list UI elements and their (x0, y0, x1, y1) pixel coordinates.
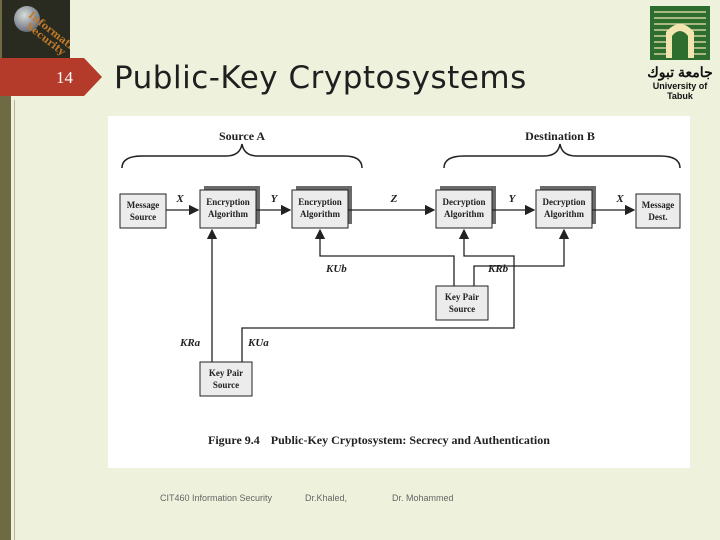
left-divider-line (14, 100, 15, 540)
university-emblem-icon (650, 6, 710, 60)
decryption-box-1: Decryption Algorithm (435, 186, 496, 229)
encryption-box-2: Encryption Algorithm (291, 186, 352, 229)
svg-text:Source: Source (130, 212, 156, 222)
svg-text:Decryption: Decryption (443, 197, 486, 207)
decryption-box-2: Decryption Algorithm (535, 186, 596, 229)
slide-number: 14 (56, 68, 73, 87)
label-x-left: X (175, 193, 184, 205)
figure-caption: Figure 9.4 Public-Key Cryptosystem: Secr… (208, 433, 550, 447)
university-logo: جامعة تبوك University of Tabuk (642, 2, 718, 101)
label-ku-b: KUb (325, 263, 347, 275)
encryption-box-1: Encryption Algorithm (199, 186, 260, 229)
destination-b-label: Destination B (525, 129, 595, 143)
source-a-label: Source A (219, 129, 265, 143)
label-kr-b: KRb (487, 263, 509, 275)
footer-author-1: Dr.Khaled, (305, 493, 348, 503)
footer-author-2: Dr. Mohammed (392, 493, 454, 503)
figure-caption-number: Figure 9.4 (208, 433, 260, 447)
arrow-ku-b (314, 228, 455, 286)
arrow-ku-a (241, 228, 515, 362)
message-source-box: Message Source (119, 193, 167, 229)
slide-title: Public-Key Cryptosystems (114, 60, 527, 96)
destination-brace (443, 143, 681, 169)
message-dest-box: Message Dest. (635, 193, 681, 229)
svg-text:Algorithm: Algorithm (544, 209, 584, 219)
svg-text:Encryption: Encryption (298, 197, 342, 207)
svg-text:Algorithm: Algorithm (444, 209, 484, 219)
svg-text:Message: Message (127, 200, 160, 210)
label-y-left: Y (271, 193, 279, 205)
svg-text:Source: Source (213, 380, 239, 390)
public-key-diagram: Source A Destination B Message Source En… (119, 129, 681, 447)
label-ku-a: KUa (247, 337, 269, 349)
left-sidebar-bar (0, 0, 11, 540)
label-x-right: X (615, 193, 624, 205)
svg-text:Algorithm: Algorithm (300, 209, 340, 219)
svg-text:Key Pair: Key Pair (445, 292, 479, 302)
svg-text:Key Pair: Key Pair (209, 368, 243, 378)
svg-text:Dest.: Dest. (648, 212, 667, 222)
arrow-kr-b (473, 228, 570, 286)
source-brace (121, 143, 363, 169)
figure-panel: Source A Destination B Message Source En… (108, 116, 690, 468)
figure-caption-text: Public-Key Cryptosystem: Secrecy and Aut… (271, 433, 550, 447)
key-pair-source-b-box: Key Pair Source (435, 285, 489, 321)
university-name-arabic: جامعة تبوك (647, 64, 713, 80)
svg-text:Source: Source (449, 304, 475, 314)
university-name-latin: University of Tabuk (652, 81, 708, 101)
globe-icon (14, 6, 40, 32)
key-pair-source-a-box: Key Pair Source (199, 361, 253, 397)
svg-text:Decryption: Decryption (543, 197, 586, 207)
label-kr-a: KRa (179, 337, 201, 349)
slide-number-tab (0, 58, 102, 96)
svg-text:Message: Message (642, 200, 675, 210)
footer-course: CIT460 Information Security (160, 493, 273, 503)
label-z: Z (390, 193, 398, 205)
label-y-right: Y (509, 193, 517, 205)
svg-text:Encryption: Encryption (206, 197, 250, 207)
svg-text:Algorithm: Algorithm (208, 209, 248, 219)
